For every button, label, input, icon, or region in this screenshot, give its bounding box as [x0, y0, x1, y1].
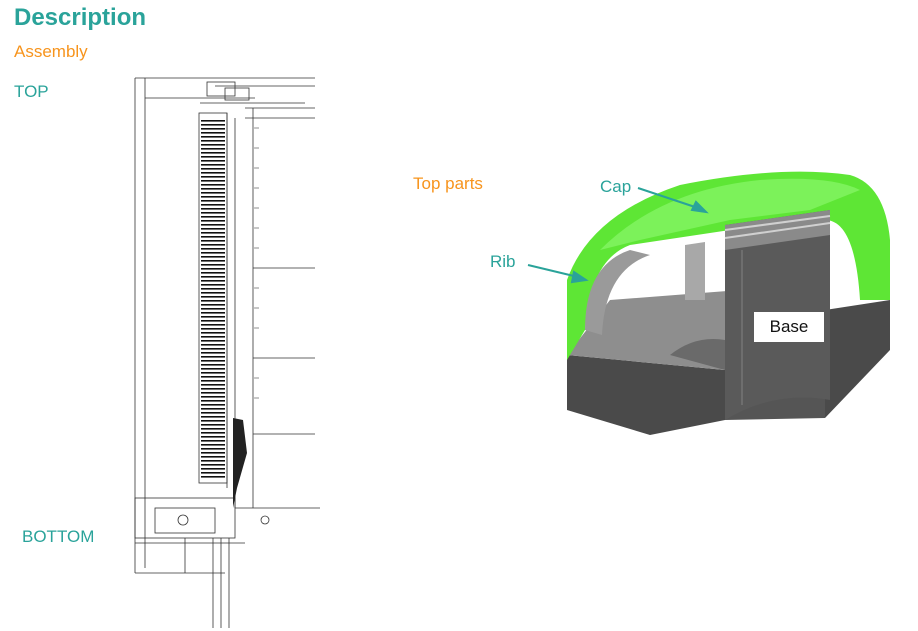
cap-3d-model	[527, 171, 890, 435]
rib-callout: Rib	[490, 252, 516, 271]
cap-callout: Cap	[600, 177, 632, 196]
base-callout: Base	[754, 312, 824, 342]
assembly-drawing	[134, 77, 320, 628]
bottom-label: BOTTOM	[22, 527, 95, 546]
top-parts-label: Top parts	[413, 174, 483, 193]
page-title: Description	[14, 4, 147, 31]
page-subtitle: Assembly	[14, 42, 88, 61]
top-label: TOP	[14, 82, 49, 101]
